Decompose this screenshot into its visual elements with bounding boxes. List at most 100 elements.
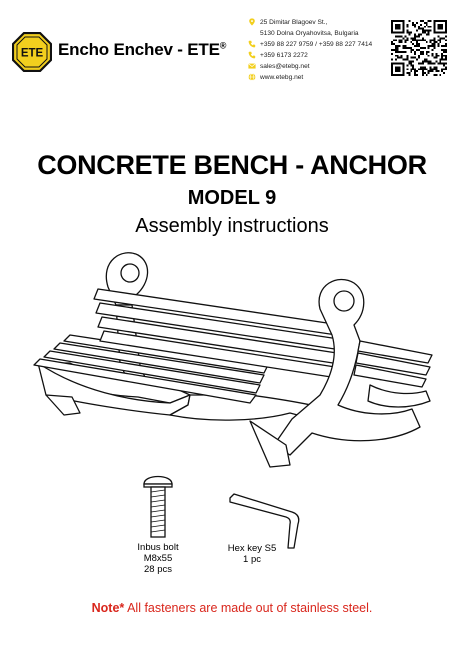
qr-module xyxy=(427,72,430,75)
qr-module xyxy=(418,56,420,59)
qr-module xyxy=(421,60,424,63)
qr-module xyxy=(416,70,419,73)
qr-module xyxy=(416,58,419,61)
qr-module xyxy=(443,62,446,65)
qr-module xyxy=(441,52,444,55)
email-link[interactable]: sales@etebg.net xyxy=(260,63,310,70)
qr-module xyxy=(439,37,442,40)
qr-module xyxy=(427,60,430,63)
qr-module xyxy=(412,43,415,46)
qr-module xyxy=(414,50,417,53)
qr-module xyxy=(404,39,407,42)
qr-module xyxy=(404,58,407,61)
qr-module xyxy=(406,58,409,61)
qr-module xyxy=(445,48,447,51)
qr-module xyxy=(445,66,447,69)
qr-module xyxy=(418,45,420,48)
qr-module xyxy=(423,29,426,32)
fastener-note: Note* All fasteners are made out of stai… xyxy=(0,601,464,615)
qr-module xyxy=(429,39,432,42)
bolt-size: M8x55 xyxy=(143,553,173,564)
qr-module xyxy=(394,45,397,48)
subtitle: Assembly instructions xyxy=(135,215,329,237)
qr-module xyxy=(421,68,424,71)
address-row: 25 Dimitar Blagoev St., xyxy=(248,17,388,28)
qr-module xyxy=(416,21,419,24)
qr-module xyxy=(421,50,424,53)
qr-module xyxy=(435,52,438,55)
phone-row-2: +359 6173 2272 xyxy=(248,50,388,61)
qr-module xyxy=(418,27,420,30)
qr-module xyxy=(391,52,393,55)
qr-module xyxy=(425,58,428,61)
qr-module xyxy=(443,68,446,71)
right-anchor-body xyxy=(273,278,421,456)
qr-module xyxy=(427,20,430,22)
qr-module xyxy=(416,29,419,32)
qr-module xyxy=(443,64,446,67)
qr-module xyxy=(404,47,407,49)
qr-module xyxy=(416,48,419,51)
website-row[interactable]: www.etebg.net xyxy=(248,72,388,83)
qr-module xyxy=(421,70,424,73)
email-row[interactable]: sales@etebg.net xyxy=(248,61,388,72)
qr-module xyxy=(412,23,415,26)
qr-module xyxy=(421,66,424,69)
qr-module xyxy=(416,74,419,76)
qr-module xyxy=(435,74,438,76)
qr-module xyxy=(408,62,411,65)
qr-module xyxy=(419,23,422,26)
qr-module xyxy=(443,48,446,51)
qr-module xyxy=(421,52,424,55)
qr-module xyxy=(423,31,426,34)
qr-module xyxy=(414,56,417,59)
qr-module xyxy=(425,52,428,55)
qr-module xyxy=(408,31,411,34)
qr-code[interactable] xyxy=(391,20,447,76)
qr-module xyxy=(443,45,446,48)
qr-module xyxy=(439,62,442,65)
phone-line-1: +359 88 227 9759 / +359 88 227 7414 xyxy=(260,41,373,48)
logo-text: ETE xyxy=(21,48,44,60)
qr-module xyxy=(423,39,426,42)
qr-module xyxy=(419,68,422,71)
qr-module xyxy=(439,60,442,63)
qr-module xyxy=(445,43,447,46)
qr-module xyxy=(441,54,444,57)
qr-module xyxy=(406,23,409,26)
qr-module xyxy=(435,66,438,69)
qr-module xyxy=(445,35,447,38)
qr-module xyxy=(410,50,413,53)
qr-module xyxy=(427,50,430,53)
qr-module xyxy=(419,66,422,69)
qr-module xyxy=(392,39,395,42)
qr-module xyxy=(427,31,430,34)
qr-module xyxy=(404,41,407,44)
qr-module xyxy=(414,70,417,73)
qr-module xyxy=(400,50,403,53)
qr-module xyxy=(396,45,399,48)
qr-module xyxy=(425,33,428,36)
qr-module xyxy=(445,62,447,65)
qr-module xyxy=(421,39,424,42)
company-name-text: Encho Enchev - ETE xyxy=(58,40,220,59)
qr-module xyxy=(425,74,428,76)
right-rear-base xyxy=(367,384,431,408)
hex-key-drawing xyxy=(229,493,300,549)
qr-module xyxy=(423,60,426,63)
qr-module xyxy=(439,74,442,76)
qr-module xyxy=(421,31,424,34)
qr-module xyxy=(391,41,393,44)
qr-module xyxy=(433,66,436,69)
qr-module xyxy=(396,47,399,49)
qr-module xyxy=(414,23,417,26)
qr-module xyxy=(406,47,409,49)
qr-module xyxy=(433,74,436,76)
qr-module xyxy=(408,47,411,49)
qr-module xyxy=(394,23,401,30)
contact-info: 25 Dimitar Blagoev St., 5130 Dolna Oryah… xyxy=(248,17,388,83)
qr-module xyxy=(437,35,440,38)
qr-module xyxy=(394,35,397,38)
website-link[interactable]: www.etebg.net xyxy=(260,74,304,81)
bolt-head xyxy=(143,475,173,485)
